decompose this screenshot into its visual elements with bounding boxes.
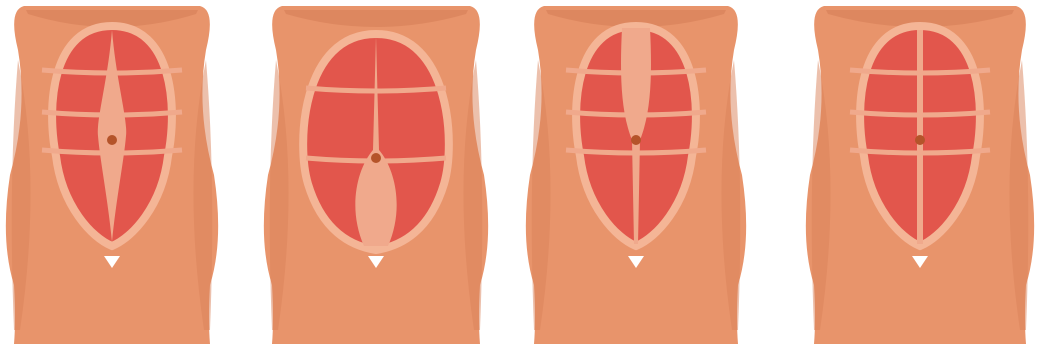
abdomen-panel-2 <box>264 6 488 344</box>
navel-4 <box>915 135 925 145</box>
navel-1 <box>107 135 117 145</box>
abdomen-panel-4 <box>806 6 1034 344</box>
abdomen-panel-1 <box>6 6 218 344</box>
panel-label-row <box>0 344 1040 364</box>
navel-2 <box>371 153 381 163</box>
abdomen-panel-3 <box>526 6 746 344</box>
navel-3 <box>631 135 641 145</box>
abdomen-illustration <box>0 0 1040 344</box>
